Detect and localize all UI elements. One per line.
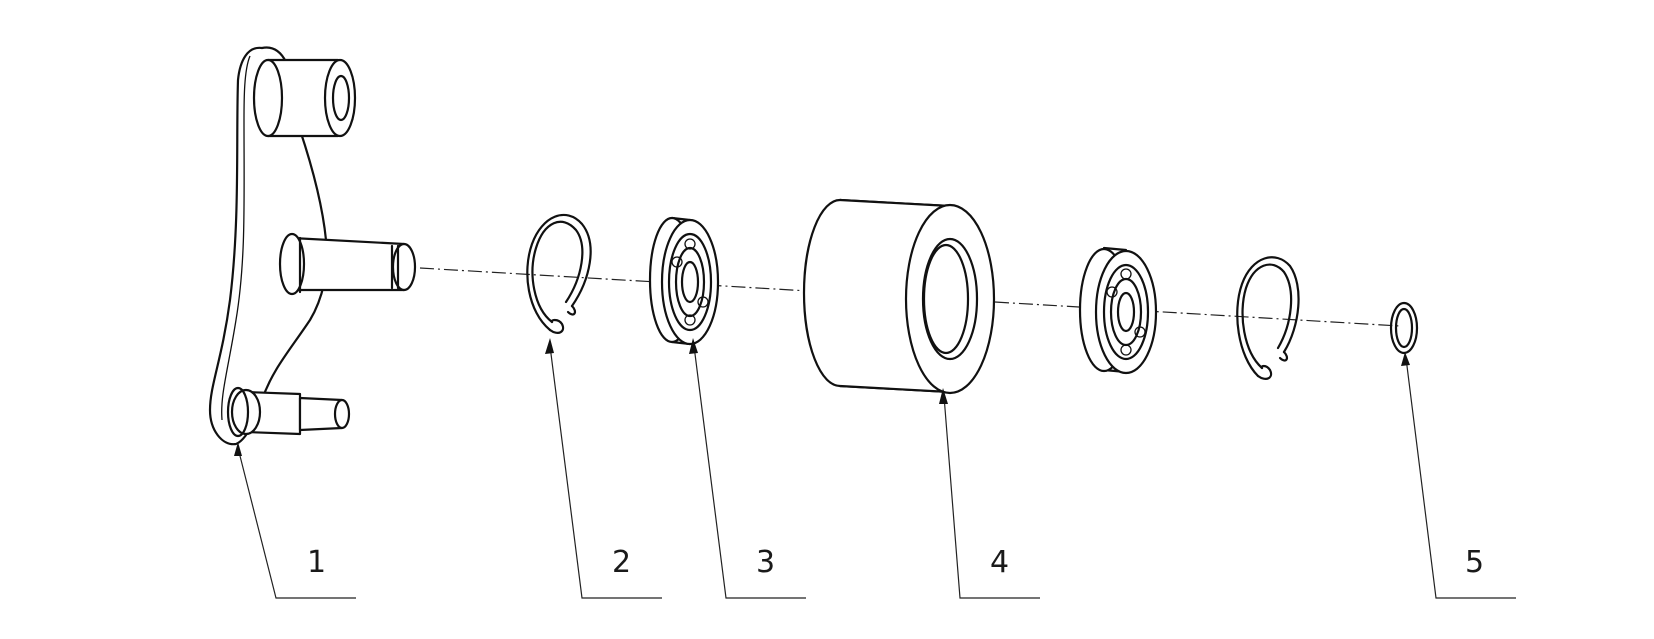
part-2-retaining-ring — [526, 213, 592, 334]
callout-5: 5 — [1465, 545, 1485, 580]
callout-4: 4 — [990, 545, 1010, 580]
leader-3 — [693, 345, 806, 599]
bearing-right — [1078, 246, 1158, 375]
leader-1-arrow — [234, 442, 242, 456]
part-4-roller — [802, 198, 996, 395]
part-1-lever-arm — [208, 46, 417, 446]
callout-1: 1 — [307, 545, 327, 580]
leader-5-arrow — [1401, 352, 1410, 366]
part-3-ball-bearing — [648, 216, 720, 346]
retaining-ring-right — [1236, 256, 1300, 380]
leader-4 — [943, 395, 1040, 599]
part-5-small-ring — [1389, 301, 1419, 355]
leader-lines — [234, 338, 1516, 599]
leader-4-arrow — [939, 388, 948, 404]
leader-2 — [549, 345, 662, 599]
leader-1 — [237, 447, 356, 599]
leader-5 — [1405, 357, 1516, 599]
callout-3: 3 — [756, 545, 776, 580]
leader-2-arrow — [545, 338, 554, 354]
leader-3-arrow — [689, 338, 698, 354]
callout-2: 2 — [612, 545, 632, 580]
